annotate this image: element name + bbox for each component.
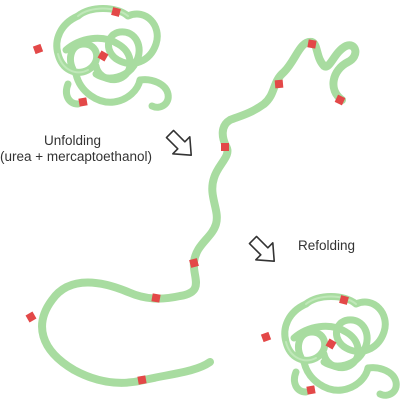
disulfide-marker: [221, 143, 229, 151]
refolding-label: Refolding: [298, 238, 356, 253]
unfolded-chain: [25, 38, 360, 387]
disulfide-marker: [274, 79, 284, 89]
unfolding-condition: (urea + mercaptoethanol): [0, 149, 152, 164]
refolding-arrow-icon: [243, 230, 284, 271]
unfolding-title: Unfolding: [43, 133, 102, 148]
native-protein-icon: [33, 7, 168, 107]
disulfide-marker: [334, 94, 346, 106]
disulfide-marker: [25, 311, 37, 323]
unfolding-label: Unfolding (urea + mercaptoethanol): [0, 133, 152, 165]
disulfide-marker: [137, 375, 147, 385]
disulfide-marker: [307, 39, 317, 49]
disulfide-marker: [151, 293, 161, 303]
disulfide-marker: [189, 258, 199, 268]
unfolding-arrow-icon: [160, 124, 201, 165]
refolded-protein-icon: [261, 295, 396, 395]
